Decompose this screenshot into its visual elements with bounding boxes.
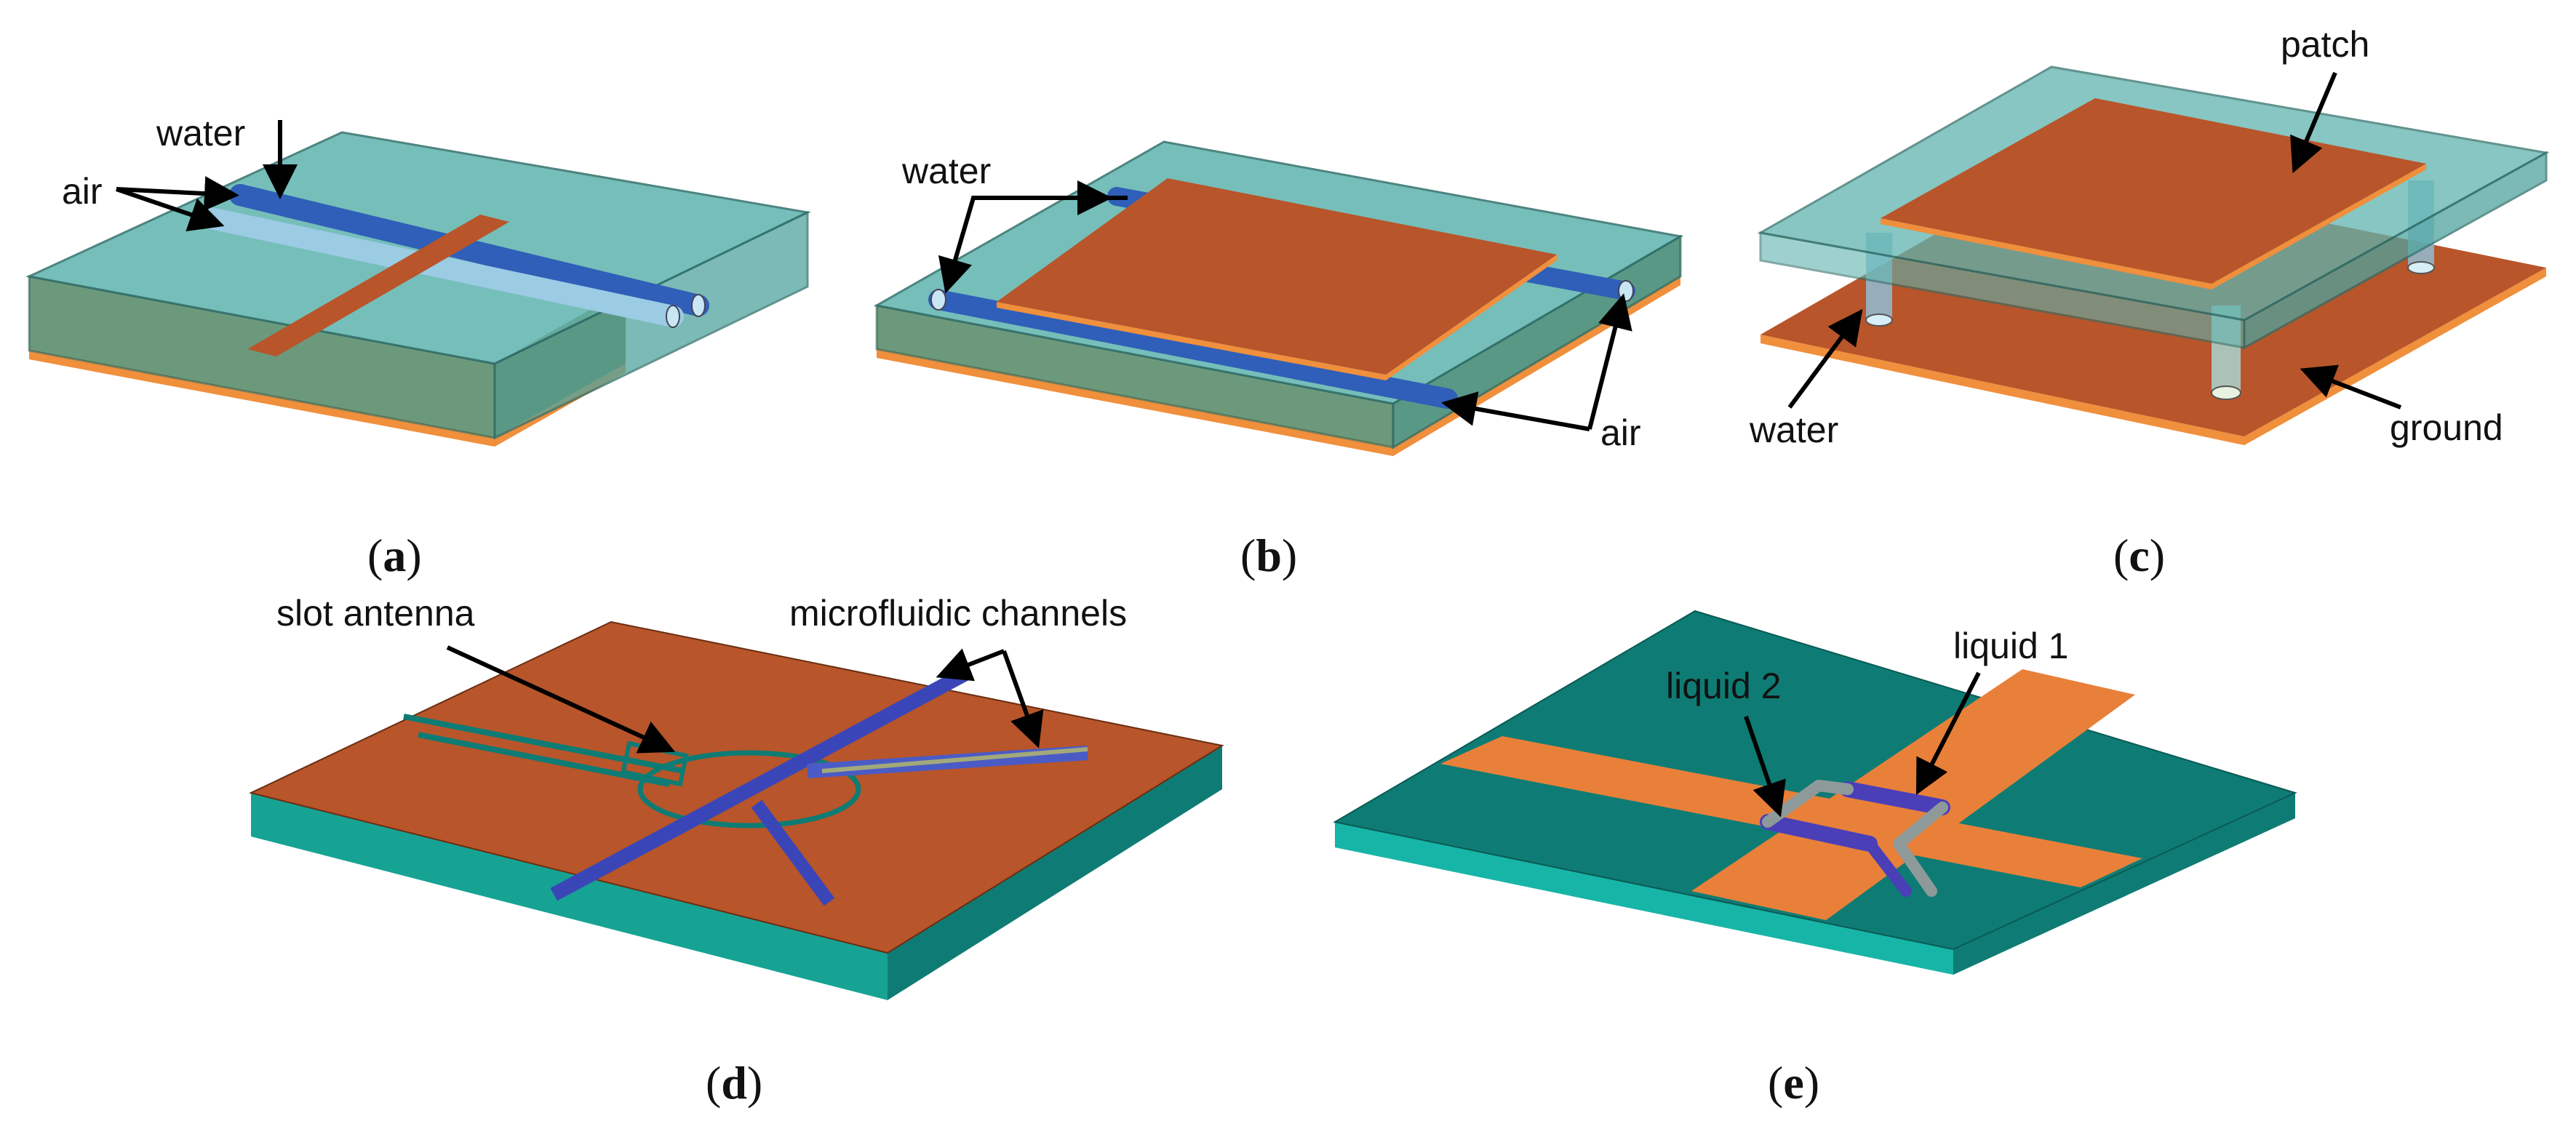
panel-a-label-air: air xyxy=(62,171,103,212)
panel-d-substrate-front xyxy=(251,793,888,1000)
panel-d-slot-line xyxy=(403,714,685,787)
panel-d-arrow-channels xyxy=(936,648,1005,682)
panel-e-connector-tube xyxy=(1893,802,1948,850)
panel-e-connector-tube xyxy=(1864,838,1912,897)
panel-b-label-water: water xyxy=(901,151,991,191)
caption-b: (b) xyxy=(1240,530,1297,581)
panel-d-channel-branch-2 xyxy=(751,799,835,906)
panel-e-label-liquid-1: liquid 1 xyxy=(1953,626,2068,666)
panel-d-channel-highlight xyxy=(821,747,1088,773)
panel-a-arrow-air-2 xyxy=(116,187,225,232)
panel-e-substrate-front xyxy=(1335,822,1953,975)
panel-e-arrow-liquid-2 xyxy=(1744,716,1786,818)
panel-e-arrow-liquid-1 xyxy=(1915,671,1981,796)
caption-d: (d) xyxy=(706,1057,762,1109)
panel-d-slot-ring xyxy=(637,750,861,828)
panel-c-arrow-patch xyxy=(2290,71,2337,174)
panel-d-arrow-slot xyxy=(446,645,676,754)
panel-d-arrow-channels-2 xyxy=(1002,650,1044,748)
panel-e-label-liquid-2: liquid 2 xyxy=(1666,666,1781,706)
panel-a-microstrip xyxy=(247,215,509,356)
panel-a-channel-end xyxy=(691,294,706,317)
panel-e-substrate-side xyxy=(1953,793,2295,975)
panel-d-label-slot-antenna: slot antenna xyxy=(276,593,475,634)
panel-c-post-base xyxy=(2211,386,2241,400)
panel-c-ground-edge xyxy=(1760,268,2546,445)
panel-a-arrow-air-1 xyxy=(116,176,239,212)
panel-e-connector-tube xyxy=(1813,780,1854,795)
panel-e-liquid-1-tube xyxy=(1840,781,1950,815)
panel-a: water air xyxy=(25,113,811,447)
panel-c-patch-edge xyxy=(1881,164,2426,290)
panel-d-substrate-side xyxy=(888,746,1222,1000)
panel-b-arrow-air xyxy=(1441,391,1590,431)
panel-d-channel-main xyxy=(550,666,970,901)
panel-e-connector-tube xyxy=(1893,838,1937,897)
panel-c-post-base xyxy=(2407,261,2435,274)
panel-b-arrow-air-2 xyxy=(1587,293,1632,430)
panel-b-patch-edge xyxy=(997,255,1557,380)
panel-b-water-channel-front xyxy=(928,290,1458,409)
panel-b-label-air: air xyxy=(1600,412,1641,453)
panel-b-patch xyxy=(997,178,1557,375)
panel-d-label-channels: microfluidic channels xyxy=(789,593,1127,634)
panel-a-air-channel xyxy=(229,184,709,316)
panel-c-patch xyxy=(1881,98,2426,284)
panel-b: water air xyxy=(873,140,1684,456)
panel-b-channel-end xyxy=(930,289,946,311)
caption-c: (c) xyxy=(2113,530,2165,581)
caption-e: (e) xyxy=(1768,1057,1819,1109)
panel-a-channel-end xyxy=(666,305,680,328)
panel-a-label-water: water xyxy=(156,113,245,153)
caption-a: (a) xyxy=(367,530,422,581)
panel-e-liquid-2-tube xyxy=(1760,814,1878,852)
panel-a-glass-side xyxy=(493,210,809,440)
panel-d-copper-top xyxy=(249,620,1224,954)
panel-b-channel-end xyxy=(1618,280,1634,302)
panel-c-label-ground: ground xyxy=(2390,407,2503,448)
panel-c: patch water ground xyxy=(1749,24,2550,450)
panel-c-arrow-water xyxy=(1787,308,1863,409)
panel-c-label-patch: patch xyxy=(2281,24,2369,65)
panel-c-post-base xyxy=(1865,314,1893,327)
panel-c-label-water: water xyxy=(1749,410,1838,450)
panel-a-water-channel xyxy=(200,207,684,327)
panel-d: slot antenna microfluidic channels xyxy=(249,593,1224,1000)
panel-c-arrow-ground xyxy=(2300,364,2402,410)
panel-e: liquid 1 liquid 2 xyxy=(1333,610,2297,975)
